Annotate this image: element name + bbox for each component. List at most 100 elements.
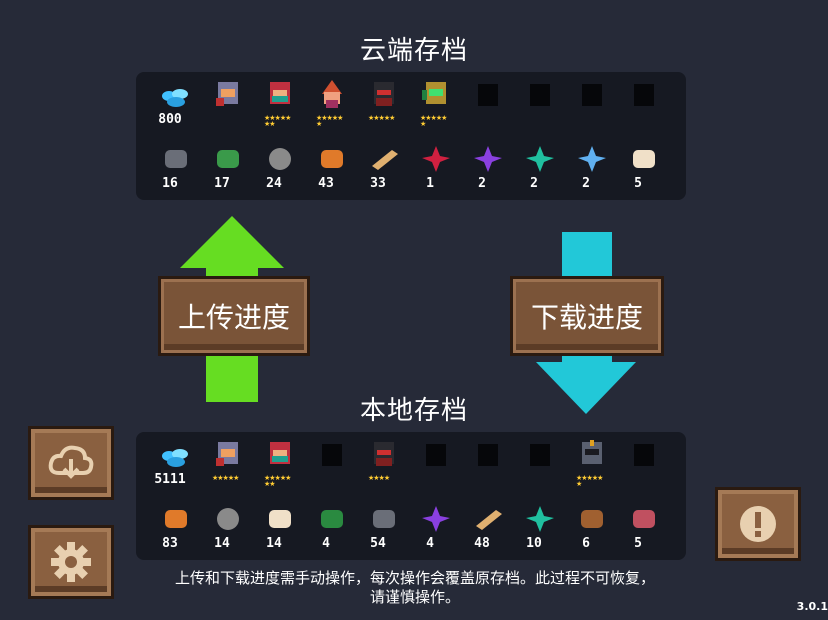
rating-stars: ★ — [576, 480, 582, 488]
material-slot: 24 — [254, 142, 306, 198]
gems-slot: 5111 — [150, 438, 202, 494]
character-slot: ★★★★★★★ — [254, 438, 306, 494]
rating-stars: ★★★★★ — [316, 114, 343, 122]
character-slot — [202, 78, 254, 134]
material-slot: 5 — [618, 142, 670, 198]
locked-silhouette-icon — [322, 444, 342, 466]
engineer-character-icon — [422, 82, 446, 104]
locked-character-slot — [566, 78, 618, 134]
cloud-download-icon — [48, 445, 94, 479]
gem-count: 5111 — [154, 472, 186, 487]
info-button[interactable] — [715, 487, 801, 561]
character-slot: ★★★★ — [358, 438, 410, 494]
material-count: 1 — [426, 176, 434, 191]
material-slot: 54 — [358, 502, 410, 558]
version-label: 3.0.1 — [796, 600, 828, 613]
material-count: 33 — [370, 176, 386, 191]
material-count: 54 — [370, 536, 386, 551]
material-count: 14 — [214, 536, 230, 551]
material-slot: 4 — [410, 502, 462, 558]
material-slot: 6 — [566, 502, 618, 558]
locked-character-slot — [410, 438, 462, 494]
material-count: 4 — [322, 536, 330, 551]
t-junction-icon — [321, 510, 343, 528]
battery-icon — [217, 150, 239, 168]
hammer-icon — [581, 510, 603, 528]
locked-character-slot — [618, 78, 670, 134]
material-count: 5 — [634, 176, 642, 191]
character-slot: ★★★★★★ — [410, 78, 462, 134]
locked-character-slot — [618, 438, 670, 494]
rating-stars: ★★★★★ — [576, 474, 603, 482]
upload-button-label: 上传进度 — [177, 301, 290, 334]
material-count: 16 — [162, 176, 178, 191]
rating-stars: ★★★★★ — [368, 114, 395, 122]
rating-stars: ★★ — [264, 120, 276, 128]
material-slot: 10 — [514, 502, 566, 558]
material-slot: 2 — [566, 142, 618, 198]
character-slot: ★★★★★ — [202, 438, 254, 494]
gem-icon — [162, 89, 188, 107]
material-count: 24 — [266, 176, 282, 191]
material-slot: 5 — [618, 502, 670, 558]
rating-stars: ★★★★★ — [420, 114, 447, 122]
material-slot: 83 — [150, 502, 202, 558]
material-count: 83 — [162, 536, 178, 551]
flour-sack-icon — [269, 510, 291, 528]
purple-crystal-icon — [474, 146, 502, 172]
material-count: 4 — [426, 536, 434, 551]
rating-stars: ★★★★★ — [264, 114, 291, 122]
rating-stars: ★★★★★ — [212, 474, 239, 482]
locked-character-slot — [514, 438, 566, 494]
rating-stars: ★★★★ — [368, 474, 390, 482]
material-count: 6 — [582, 536, 590, 551]
locked-silhouette-icon — [478, 84, 498, 106]
rating-stars: ★ — [316, 120, 322, 128]
gem-count: 800 — [158, 112, 182, 127]
knight-character-icon — [216, 82, 238, 106]
material-slot: 2 — [462, 142, 514, 198]
coal-ore-icon — [373, 510, 395, 528]
locked-silhouette-icon — [426, 444, 446, 466]
material-count: 43 — [318, 176, 334, 191]
wood-plank-icon — [372, 150, 398, 170]
gear-icon — [51, 542, 91, 582]
paladin-character-icon — [582, 440, 602, 464]
material-count: 5 — [634, 536, 642, 551]
red-crystal-icon — [422, 146, 450, 172]
material-slot: 33 — [358, 142, 410, 198]
rogue-character-icon — [270, 442, 290, 464]
download-button-label: 下载进度 — [530, 301, 643, 334]
assassin-character-icon — [374, 442, 394, 466]
teal-crystal-icon — [526, 146, 554, 172]
character-slot: ★★★★★ — [358, 78, 410, 134]
download-progress-button[interactable]: 下载进度 — [510, 276, 664, 356]
locked-character-slot — [514, 78, 566, 134]
character-slot: ★★★★★★ — [566, 438, 618, 494]
gems-slot: 800 — [150, 78, 202, 134]
material-count: 14 — [266, 536, 282, 551]
local-characters-row: 5111 ★★★★★ ★★★★★★★ ★★★★ ★★★★★★ — [150, 438, 670, 494]
material-count: 2 — [530, 176, 538, 191]
material-slot: 14 — [202, 502, 254, 558]
material-slot: 16 — [150, 142, 202, 198]
material-slot: 1 — [410, 142, 462, 198]
material-slot: 14 — [254, 502, 306, 558]
cloud-sync-button[interactable] — [28, 426, 114, 500]
locked-silhouette-icon — [530, 84, 550, 106]
upload-progress-button[interactable]: 上传进度 — [158, 276, 310, 356]
locked-character-slot — [462, 438, 514, 494]
material-count: 17 — [214, 176, 230, 191]
rating-stars: ★ — [420, 120, 426, 128]
cloud-characters-row: 800 ★★★★★★★ ★★★★★★ ★★★★★ ★★★★★★ — [150, 78, 670, 134]
wood-plank-icon — [476, 510, 502, 530]
settings-button[interactable] — [28, 525, 114, 599]
material-count: 10 — [526, 536, 542, 551]
material-slot: 2 — [514, 142, 566, 198]
character-slot: ★★★★★★ — [306, 78, 358, 134]
orange-ore-icon — [321, 150, 343, 168]
material-slot: 17 — [202, 142, 254, 198]
